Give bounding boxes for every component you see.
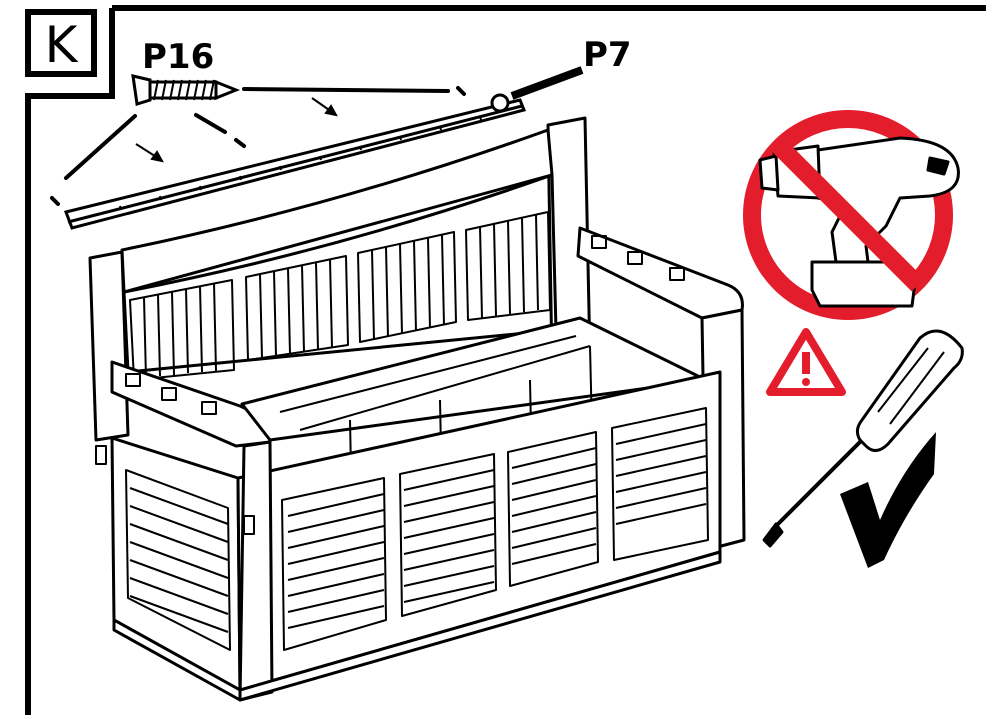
checkmark-icon [840, 432, 936, 568]
direction-arrows [135, 97, 338, 163]
screw-icon [131, 74, 241, 106]
storage-bench-drawing [88, 116, 746, 702]
step-letter: K [45, 16, 79, 74]
page-frame [25, 5, 986, 715]
hinge-rail [64, 66, 584, 230]
screwdriver-icon [762, 329, 964, 548]
warning-triangle-icon [766, 328, 846, 396]
rail-part-label: P7 [583, 35, 632, 75]
assembly-guide-lines [50, 86, 466, 206]
no-power-drill-sign [743, 110, 960, 320]
step-badge: K [25, 9, 97, 77]
screw-part-label: P16 [142, 37, 214, 77]
